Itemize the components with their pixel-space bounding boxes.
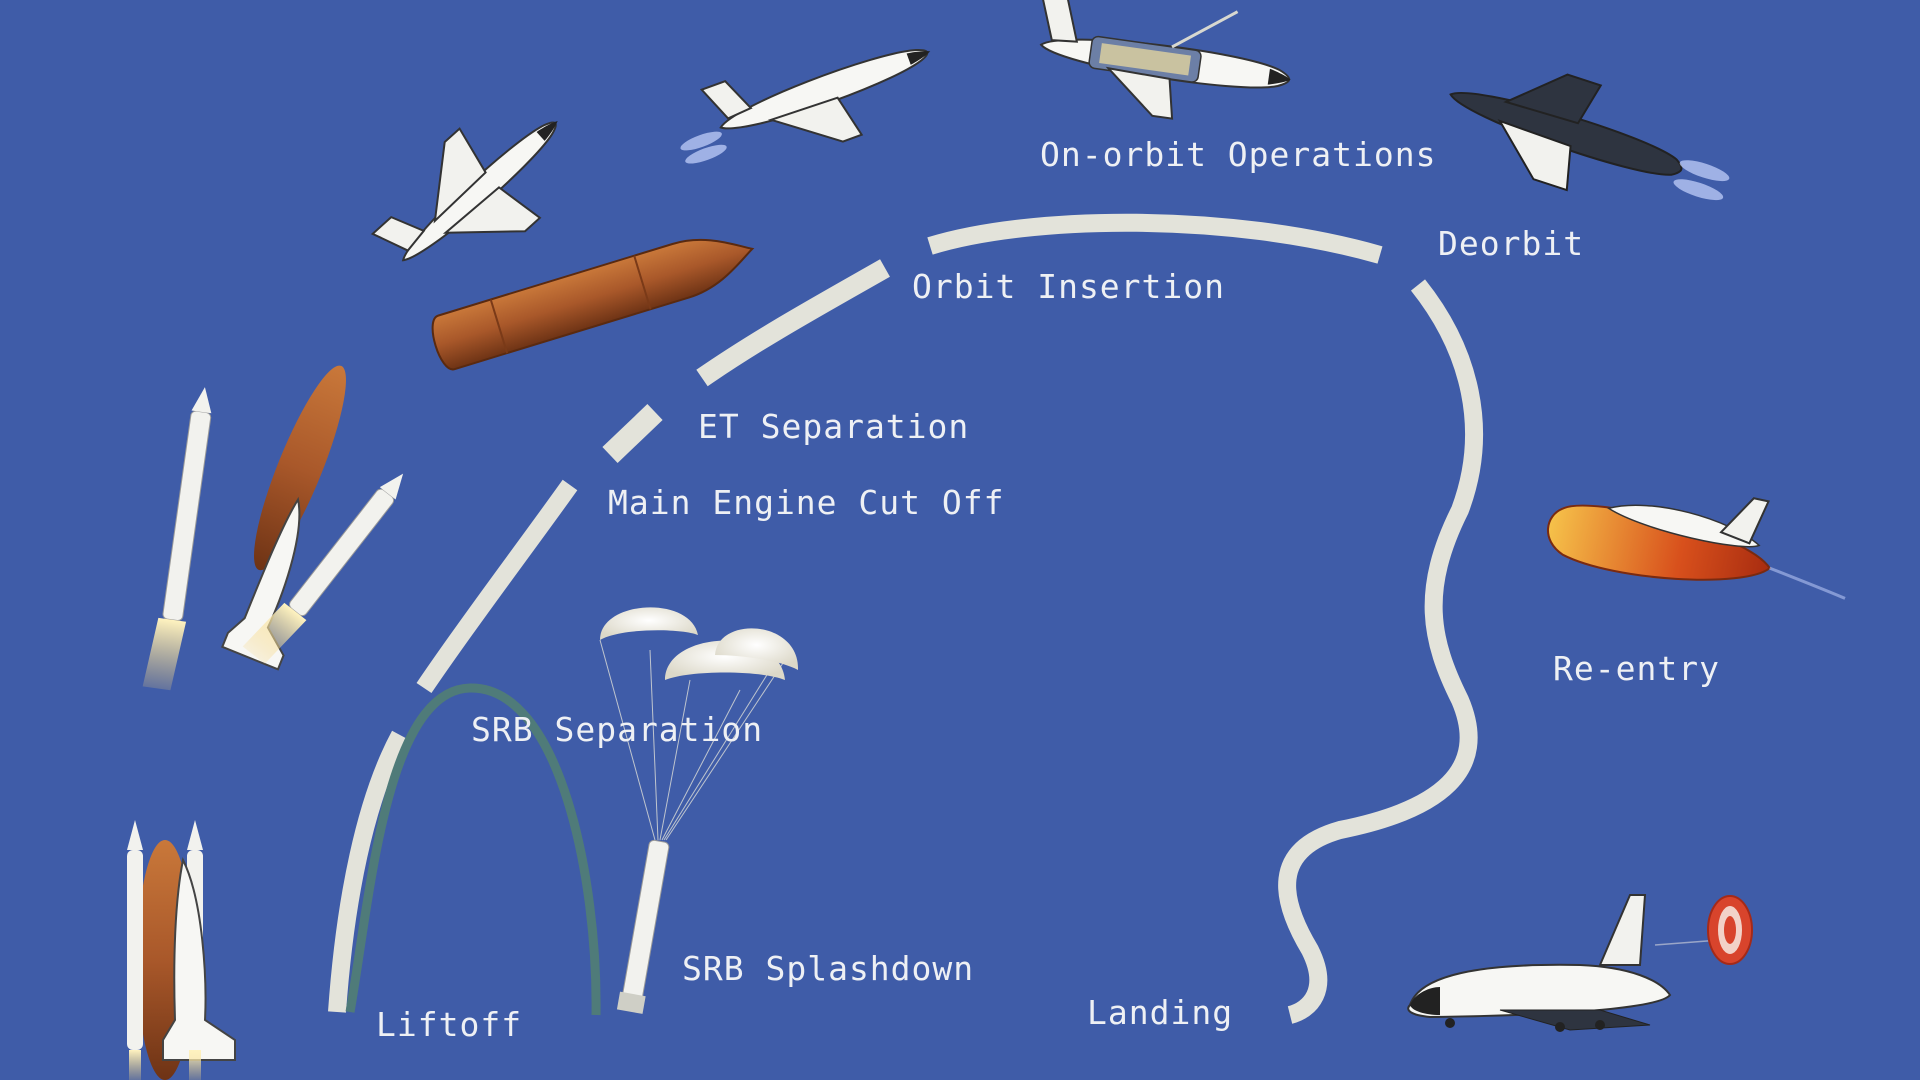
path-segment-liftoff — [328, 730, 408, 1013]
label-re-entry: Re-entry — [1553, 649, 1720, 688]
shuttle-reentry-icon — [1547, 497, 1846, 600]
label-srb-splashdown: SRB Splashdown — [682, 949, 975, 988]
shuttle-landing-icon — [1407, 894, 1672, 1032]
label-main-engine-cut-off: Main Engine Cut Off — [608, 483, 1005, 522]
parachutes-icon — [599, 607, 799, 841]
shuttle-on-pad-icon — [127, 820, 236, 1080]
srb-separation-icon — [142, 365, 404, 691]
path-segment-et-sep — [696, 259, 890, 387]
label-orbit-insertion: Orbit Insertion — [912, 267, 1226, 306]
drag-chute-icon — [1654, 895, 1753, 965]
shuttle-deorbit-icon — [1449, 73, 1730, 201]
srb-booster-icon — [616, 839, 670, 1014]
path-segment-orbit — [927, 213, 1383, 264]
path-segment-descent — [1278, 279, 1484, 1024]
shuttle-ascending-icon — [370, 121, 558, 262]
external-tank-icon — [431, 238, 755, 371]
label-et-separation: ET Separation — [698, 407, 970, 446]
path-segment-meco — [602, 404, 663, 463]
shuttle-payload-bay-icon — [1039, 0, 1291, 120]
srb-return-arc — [345, 683, 601, 1016]
label-on-orbit-operations: On-orbit Operations — [1040, 135, 1437, 174]
label-deorbit: Deorbit — [1438, 224, 1585, 263]
label-srb-separation: SRB Separation — [471, 710, 764, 749]
shuttle-orbit-insertion-icon — [680, 48, 931, 164]
path-segment-srb-sep — [416, 479, 578, 694]
label-landing: Landing — [1087, 993, 1234, 1032]
trajectory-path — [328, 213, 1484, 1024]
label-liftoff: Liftoff — [376, 1005, 523, 1044]
